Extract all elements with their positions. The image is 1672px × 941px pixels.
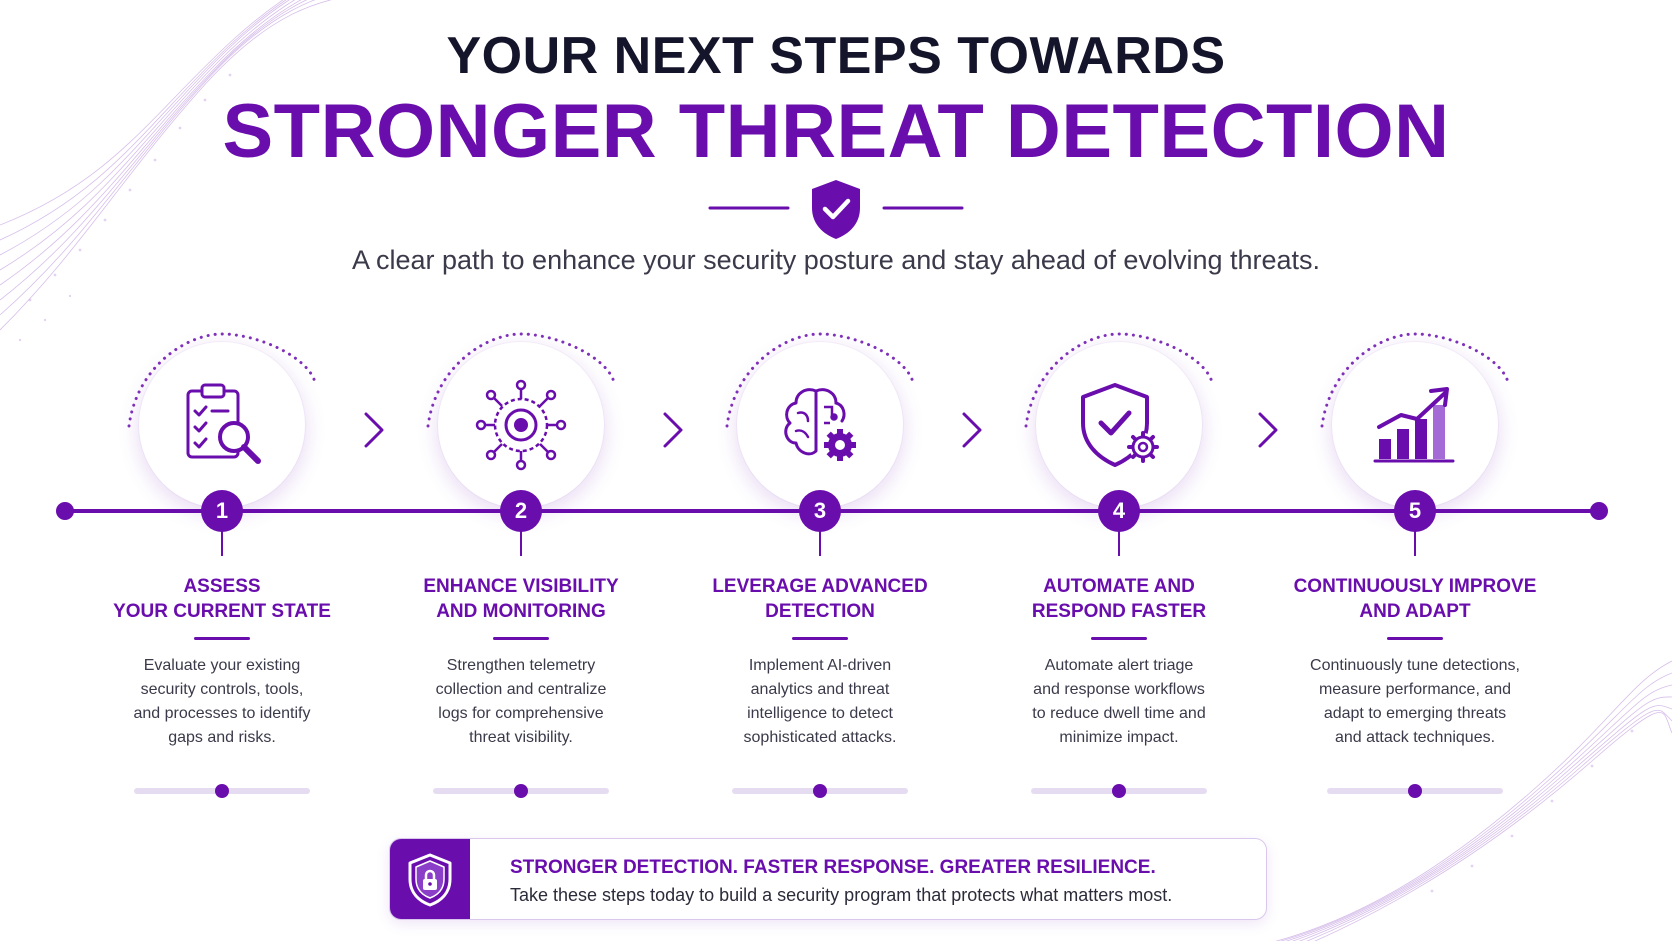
- step-indicator-track: [433, 784, 609, 798]
- banner-headline: STRONGER DETECTION. FASTER RESPONSE. GRE…: [510, 857, 1156, 878]
- step-icon-circle: [1036, 342, 1202, 508]
- step-indicator-dot: [215, 784, 229, 798]
- step-indicator-track: [134, 784, 310, 798]
- network-target-icon: [475, 379, 567, 471]
- dotted-arc: [127, 332, 317, 428]
- shield-check-icon: [812, 180, 860, 239]
- step-icon-circle: [1332, 342, 1498, 508]
- step-icon-circle: [139, 342, 305, 508]
- clipboard-magnifier-icon: [186, 383, 261, 464]
- step-number-badge: 2: [500, 490, 542, 532]
- page-title-line-2: STRONGER THREAT DETECTION: [222, 89, 1450, 174]
- step-title-underline: [1387, 637, 1443, 640]
- title-divider: [708, 180, 964, 239]
- step-title-underline: [194, 637, 250, 640]
- dotted-arc: [1024, 332, 1214, 428]
- step-indicator-dot: [1408, 784, 1422, 798]
- chevron-right-icon: [663, 412, 683, 448]
- step-indicator-dot: [514, 784, 528, 798]
- step-indicator-track: [1031, 784, 1207, 798]
- step-connector: [819, 530, 821, 556]
- step-indicator-dot: [1112, 784, 1126, 798]
- step-number-badge: 1: [201, 490, 243, 532]
- shield-lock-icon: [408, 853, 452, 907]
- dotted-arc: [725, 332, 915, 428]
- banner-icon-panel: [390, 839, 470, 919]
- step-indicator-track: [732, 784, 908, 798]
- step-number-badge: 5: [1394, 490, 1436, 532]
- dotted-arc: [1320, 332, 1510, 428]
- banner-text: Take these steps today to build a securi…: [510, 885, 1173, 905]
- chevron-right-icon: [962, 412, 982, 448]
- step-indicator-track: [1327, 784, 1503, 798]
- chevron-right-icon: [1258, 412, 1278, 448]
- step-connector: [1414, 530, 1416, 556]
- step-number-badge: 3: [799, 490, 841, 532]
- step-title-underline: [792, 637, 848, 640]
- chevron-right-icon: [364, 412, 384, 448]
- step-title-underline: [1091, 637, 1147, 640]
- step-indicator-dot: [813, 784, 827, 798]
- timeline-start-dot: [56, 502, 74, 520]
- growth-chart-icon: [1373, 387, 1455, 463]
- dotted-arc: [426, 332, 616, 428]
- step-connector: [520, 530, 522, 556]
- step-icon-circle: [737, 342, 903, 508]
- step-connector: [221, 530, 223, 556]
- cta-banner: STRONGER DETECTION. FASTER RESPONSE. GRE…: [389, 838, 1267, 920]
- shield-check-gear-icon: [1081, 383, 1159, 467]
- brain-gear-icon: [784, 388, 856, 461]
- step-description: Continuously tune detections,measure per…: [1310, 657, 1520, 746]
- timeline-end-dot: [1590, 502, 1608, 520]
- step-icon-circle: [438, 342, 604, 508]
- page-title-line-1: YOUR NEXT STEPS TOWARDS: [446, 27, 1226, 85]
- step-title-underline: [493, 637, 549, 640]
- step-connector: [1118, 530, 1120, 556]
- page-subtitle: A clear path to enhance your security po…: [351, 245, 1321, 275]
- step-number-badge: 4: [1098, 490, 1140, 532]
